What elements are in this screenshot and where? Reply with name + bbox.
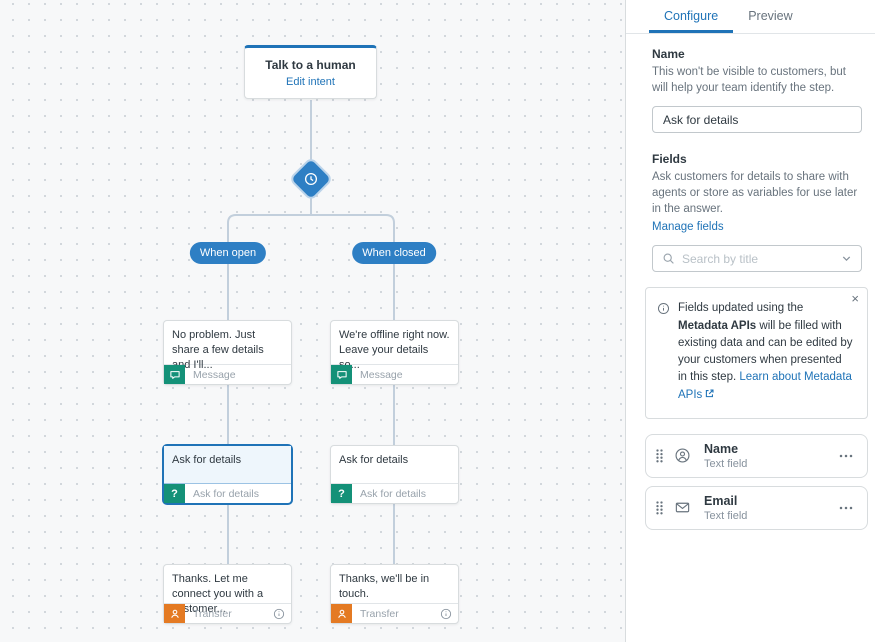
info-icon <box>657 302 670 405</box>
name-section-description: This won't be visible to customers, but … <box>652 66 846 95</box>
drag-handle-icon[interactable] <box>656 449 663 463</box>
external-link-icon <box>704 388 715 405</box>
branch-pill-when-closed[interactable]: When closed <box>352 242 436 264</box>
transfer-node-closed[interactable]: Thanks, we'll be in touch. Transfer <box>330 564 459 624</box>
person-icon <box>164 604 185 623</box>
flow-canvas[interactable]: Talk to a human Edit intent When open Wh… <box>0 0 625 642</box>
message-type-label: Message <box>193 368 236 381</box>
tab-configure[interactable]: Configure <box>649 0 733 33</box>
transfer-node-open[interactable]: Thanks. Let me connect you with a custom… <box>163 564 292 624</box>
message-node-text: We're offline right now. Leave your deta… <box>339 329 450 371</box>
tab-preview[interactable]: Preview <box>748 9 793 23</box>
ask-details-node-closed[interactable]: Ask for details ? Ask for details <box>330 445 459 504</box>
ask-type-label: Ask for details <box>193 487 259 500</box>
field-row-email[interactable]: Email Text field <box>645 485 868 530</box>
intent-node-title: Talk to a human <box>265 58 356 72</box>
close-icon[interactable]: × <box>851 291 859 307</box>
branch-pill-when-open[interactable]: When open <box>189 242 267 264</box>
ask-node-text: Ask for details <box>164 446 291 483</box>
field-title: Email <box>704 493 738 508</box>
overflow-menu-icon[interactable] <box>837 450 855 462</box>
ask-node-text: Ask for details <box>339 454 409 466</box>
metadata-api-banner: × Fields updated using the Metadata APIs… <box>645 287 868 419</box>
user-circle-icon <box>674 447 691 464</box>
field-subtitle: Text field <box>704 509 748 522</box>
manage-fields-link[interactable]: Manage fields <box>652 221 724 234</box>
field-row-name[interactable]: Name Text field <box>645 433 868 478</box>
speech-bubble-icon <box>331 365 352 384</box>
edit-intent-link[interactable]: Edit intent <box>286 76 335 88</box>
panel-tabs: Configure Preview <box>626 0 875 34</box>
search-icon <box>662 252 675 265</box>
fields-section: Fields Ask customers for details to shar… <box>645 152 868 530</box>
chevron-down-icon <box>841 253 852 264</box>
banner-text: Fields updated using the Metadata APIs w… <box>678 300 853 405</box>
message-node-closed[interactable]: We're offline right now. Leave your deta… <box>330 320 459 385</box>
name-section-label: Name <box>652 47 685 61</box>
metadata-apis-link[interactable]: Learn about Metadata APIs <box>678 371 852 400</box>
question-icon: ? <box>331 484 352 503</box>
transfer-type-label: Transfer <box>193 607 232 620</box>
business-hours-branch-node[interactable] <box>291 159 331 199</box>
transfer-type-label: Transfer <box>360 607 399 620</box>
field-search-input[interactable] <box>682 251 834 266</box>
speech-bubble-icon <box>164 365 185 384</box>
person-icon <box>331 604 352 623</box>
config-panel: Configure Preview Name This won't be vis… <box>625 0 875 642</box>
ask-type-label: Ask for details <box>360 487 426 500</box>
transfer-node-text: Thanks, we'll be in touch. <box>339 573 430 600</box>
field-search-select[interactable] <box>652 245 862 273</box>
message-node-text: No problem. Just share a few details and… <box>172 329 264 371</box>
transfer-node-text: Thanks. Let me connect you with a custom… <box>172 573 264 615</box>
message-node-open[interactable]: No problem. Just share a few details and… <box>163 320 292 385</box>
overflow-menu-icon[interactable] <box>837 502 855 514</box>
question-icon: ? <box>164 484 185 503</box>
step-name-input[interactable] <box>652 106 862 134</box>
intent-node[interactable]: Talk to a human Edit intent <box>244 45 377 99</box>
fields-section-description: Ask customers for details to share with … <box>652 171 858 216</box>
info-icon[interactable] <box>273 608 285 620</box>
ask-details-node-open[interactable]: Ask for details ? Ask for details <box>163 445 292 504</box>
info-icon[interactable] <box>440 608 452 620</box>
name-section: Name This won't be visible to customers,… <box>652 47 862 134</box>
field-title: Name <box>704 441 739 456</box>
message-type-label: Message <box>360 368 403 381</box>
clock-icon <box>303 171 319 187</box>
email-icon <box>674 499 691 516</box>
field-subtitle: Text field <box>704 457 748 470</box>
drag-handle-icon[interactable] <box>656 501 663 515</box>
fields-section-label: Fields <box>652 152 687 167</box>
